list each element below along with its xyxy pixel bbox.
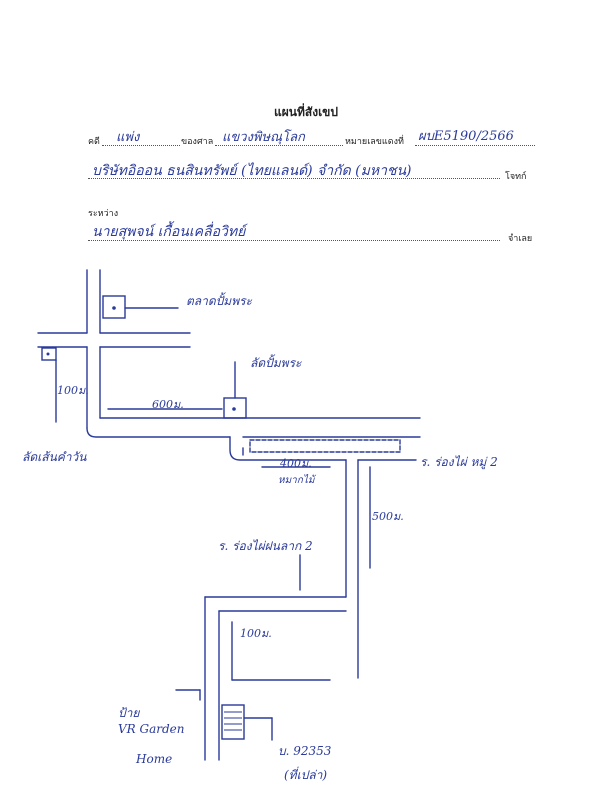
label-distance-100-left: 100ม. — [57, 384, 89, 397]
plaintiff-line — [88, 178, 500, 179]
case-type-line — [102, 145, 180, 146]
road-line — [86, 427, 231, 438]
case-number-value: ผบE5190/2566 — [418, 129, 514, 144]
plaintiff-value: บริษัทอิออน ธนสินทรัพย์ (ไทยแลนด์) จำกัด… — [92, 163, 412, 179]
page-title: แผนที่สังเขป — [274, 105, 338, 119]
case-number-label: หมายเลขแดงที่ — [345, 137, 404, 147]
label-soi-2: ร. ร่องไผ่ฝนลาก 2 — [218, 539, 313, 553]
house-box — [221, 704, 245, 740]
label-soi-1: ร. ร่องไผ่ หมู่ 2 — [420, 455, 498, 469]
label-left-bottom-note: ลัดเส้นคำวัน — [22, 450, 87, 464]
label-distance-500: 500ม. — [372, 510, 404, 523]
map-dots — [46, 306, 236, 411]
case-number-line — [415, 145, 535, 146]
building-block — [249, 439, 401, 453]
plaintiff-label: โจทก์ — [505, 172, 527, 182]
case-type-label: คดี — [88, 137, 100, 147]
road-line — [229, 436, 347, 461]
label-sign-line1: ป้าย — [118, 706, 140, 720]
court-label: ของศาล — [181, 137, 214, 147]
label-distance-600: 600ม. — [152, 398, 184, 411]
defendant-label: จำเลย — [508, 234, 533, 244]
case-type-value: แพ่ง — [116, 130, 140, 145]
label-sign-line2: VR Garden — [118, 722, 185, 736]
court-line — [215, 145, 343, 146]
defendant-value: นายสุพจน์ เกื้อนเคลื่อวิทย์ — [92, 224, 246, 240]
label-house-note: (ที่เปล่า) — [284, 768, 328, 782]
label-distance-100-bottom: 100ม. — [240, 627, 272, 640]
label-sign-line3: Home — [136, 752, 173, 766]
between-label: ระหว่าง — [88, 209, 119, 219]
label-mid-note: ลัดปั้มพระ — [250, 356, 302, 370]
label-top-right-note: ตลาดปั้มพระ — [186, 294, 253, 308]
court-value: แขวงพิษณุโลก — [222, 130, 305, 145]
house-hatching — [224, 711, 242, 731]
landmark-box — [102, 295, 126, 319]
label-small-note: หมากไม้ — [278, 475, 315, 486]
label-distance-400: 400ม. — [280, 457, 312, 470]
landmark-box — [41, 347, 57, 361]
defendant-line — [88, 240, 500, 241]
label-house-number: บ. 92353 — [278, 744, 332, 758]
